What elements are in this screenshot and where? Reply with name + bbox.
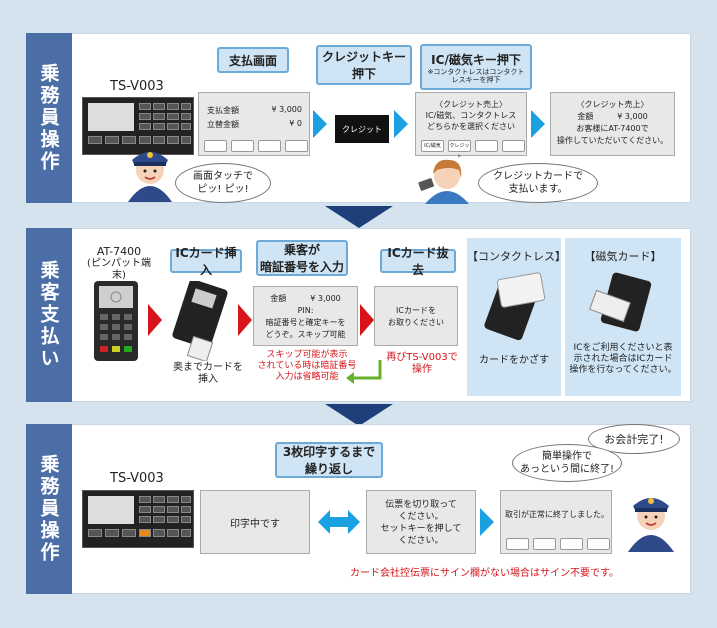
contactless-option: 【コンタクトレス】 カードをかざす <box>467 238 566 396</box>
printing-screen: 印字中です <box>200 490 310 554</box>
step-ic-card-insert: ICカード挿入 <box>170 246 242 277</box>
magnetic-card-option: 【磁気カード】 ICをご利用くださいと表示された場合はICカード操作を行なってく… <box>565 238 681 396</box>
driver-illustration <box>128 152 172 202</box>
step-ic-card-remove: ICカード抜去 <box>380 246 456 277</box>
red-arrow-3 <box>360 304 374 336</box>
repeat-until-three-prints: 3枚印字するまで繰り返し <box>275 442 383 478</box>
pin-skip-note: スキップ可能が表示されている時は暗証番号入力は省略可能 <box>257 350 357 382</box>
return-arrow <box>346 360 382 384</box>
down-arrow-2 <box>325 404 393 426</box>
transaction-complete-screen: 取引が正常に終了しました。 <box>500 490 612 554</box>
section-label-2: 乗客支払い <box>26 228 72 402</box>
at-7400-terminal-illustration <box>94 281 138 361</box>
customer-illustration <box>418 159 469 204</box>
back-to-ts-v003-note: 再びTS-V003で操作 <box>386 352 458 375</box>
ic-select-screen: 〈クレジット売上〉IC/磁気、コンタクトレスどちらかを選択ください IC/磁気ク… <box>415 92 527 160</box>
red-arrow-1 <box>148 304 162 336</box>
credit-key-button: クレジット <box>335 115 389 143</box>
device-label-ts-v003: TS-V003 <box>110 79 164 94</box>
payment-screen: 支払金額¥ 3,000 立替金額¥ 0 <box>198 92 310 156</box>
section-label-1: 乗務員操作 <box>26 33 72 203</box>
insert-caption: 奥までカードを挿入 <box>173 362 243 385</box>
device-label-ts-v003-2: TS-V003 <box>110 471 164 486</box>
step-ic-magnetic-key: IC/磁気キー押下 ※コンタクトレスはコンタクトレスキーを押下 <box>420 44 532 90</box>
flow-arrow-3 <box>531 110 545 138</box>
driver-speech-bubble: 画面タッチでピッ! ピッ! <box>175 163 271 203</box>
easy-operation-speech-bubble: 簡単操作であっという間に終了! <box>512 444 622 482</box>
ts-v003-terminal <box>82 97 194 155</box>
flow-arrow-2 <box>394 110 408 138</box>
ts-v003-terminal-2 <box>82 490 194 548</box>
tear-slip-screen: 伝票を切り取ってください。セットキーを押してください。 <box>366 490 476 554</box>
double-arrow <box>318 510 360 534</box>
customer-speech-bubble: クレジットカードで支払います。 <box>478 163 598 203</box>
ic-insert-illustration <box>172 281 228 361</box>
step-credit-key: クレジットキー押下 <box>316 45 412 85</box>
flow-arrow-1 <box>313 110 327 138</box>
magnetic-card-illustration <box>589 272 652 332</box>
contactless-illustration <box>484 272 546 341</box>
step-pin-entry: 乗客が暗証番号を入力 <box>256 240 348 276</box>
driver-illustration-2 <box>628 498 674 552</box>
red-arrow-2 <box>238 304 252 336</box>
step-payment-screen: 支払画面 <box>217 47 289 73</box>
section-label-3: 乗務員操作 <box>26 424 72 594</box>
signature-footnote: カード会社控伝票にサイン欄がない場合はサイン不要です。 <box>350 568 619 579</box>
device-label-at-7400: AT-7400(ピンパット端末) <box>87 245 151 282</box>
down-arrow-1 <box>325 206 393 228</box>
remove-card-screen: ICカードをお取りください <box>374 286 458 346</box>
flow-arrow-4 <box>480 508 494 536</box>
